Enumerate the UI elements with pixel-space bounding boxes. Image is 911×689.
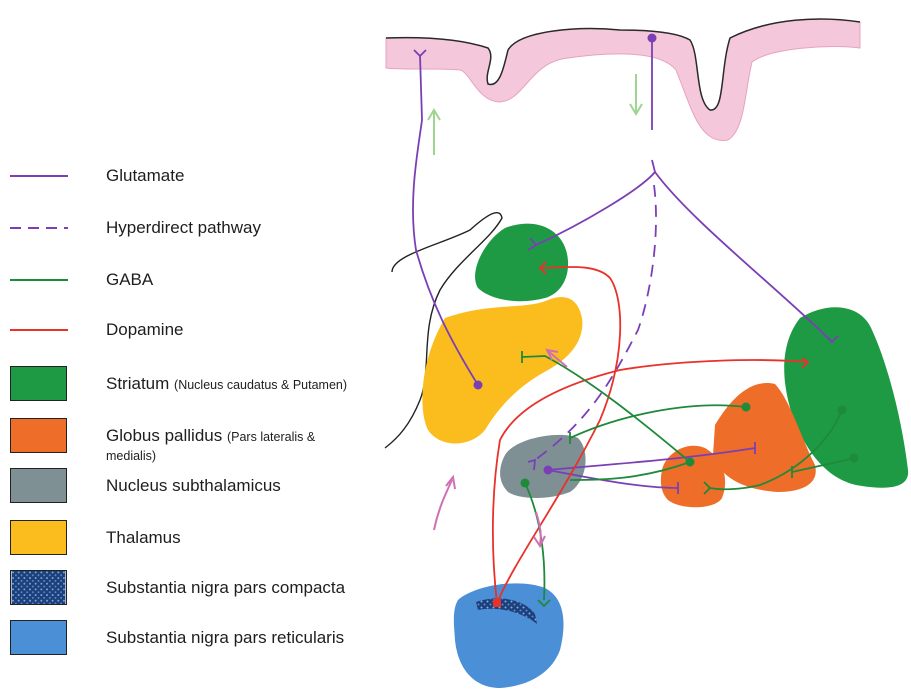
- legend-thalamus: Thalamus: [0, 520, 420, 560]
- legend-striatum-detail: (Nucleus caudatus & Putamen): [174, 378, 347, 392]
- legend-globus-pallidus: Globus pallidus (Pars lateralis & medial…: [0, 418, 420, 468]
- putamen-neuron-lower: [850, 454, 859, 463]
- legend-thalamus-label: Thalamus: [106, 528, 181, 548]
- thalamus-neuron: [474, 381, 483, 390]
- stn-output-neuron: [521, 479, 530, 488]
- substantia-nigra-reticularis: [454, 583, 564, 688]
- legend-globus-detail-2: medialis): [106, 449, 156, 463]
- legend-hyperdirect-label: Hyperdirect pathway: [106, 218, 261, 238]
- cortex: [386, 19, 860, 140]
- dopamine-line-icon: [10, 312, 70, 352]
- snc-swatch: [10, 570, 67, 605]
- stn-neuron: [544, 466, 553, 475]
- legend-hyperdirect: Hyperdirect pathway: [0, 210, 420, 250]
- nucleus-subthalamicus: [500, 435, 585, 498]
- subthalamic-swatch: [10, 468, 67, 503]
- putamen-neuron-upper: [838, 406, 847, 415]
- legend-snr: Substantia nigra pars reticularis: [0, 620, 420, 660]
- legend-snc-label: Substantia nigra pars compacta: [106, 578, 345, 598]
- hyperdirect-dashed-line-icon: [10, 210, 70, 250]
- legend-glutamate: Glutamate: [0, 158, 420, 198]
- legend-gaba-label: GABA: [106, 270, 153, 290]
- thalamus-swatch: [10, 520, 67, 555]
- legend-subthalamic-label: Nucleus subthalamicus: [106, 476, 281, 496]
- striatum-swatch: [10, 366, 67, 401]
- snc-neuron: [493, 599, 501, 607]
- legend-subthalamic: Nucleus subthalamicus: [0, 468, 420, 508]
- up-arrow-icon: [428, 110, 440, 155]
- legend-snc: Substantia nigra pars compacta: [0, 570, 420, 610]
- gp-lateral-neuron: [742, 403, 751, 412]
- legend-globus-detail-1: (Pars lateralis &: [227, 430, 315, 444]
- glutamate-line-icon: [10, 158, 70, 198]
- gp-medial-neuron: [686, 458, 695, 467]
- cortex-neuron: [648, 34, 657, 43]
- thalamus: [422, 297, 582, 443]
- legend-gaba: GABA: [0, 262, 420, 302]
- snr-swatch: [10, 620, 67, 655]
- legend-snr-label: Substantia nigra pars reticularis: [106, 628, 344, 648]
- legend-striatum: Striatum (Nucleus caudatus & Putamen): [0, 366, 420, 406]
- globus-pallidus-swatch: [10, 418, 67, 453]
- gaba-line-icon: [10, 262, 70, 302]
- legend-dopamine-label: Dopamine: [106, 320, 184, 340]
- legend-glutamate-label: Glutamate: [106, 166, 184, 186]
- legend-globus-label: Globus pallidus: [106, 426, 222, 445]
- legend-dopamine: Dopamine: [0, 312, 420, 352]
- down-arrow-icon: [630, 74, 642, 114]
- legend-striatum-label: Striatum: [106, 374, 169, 393]
